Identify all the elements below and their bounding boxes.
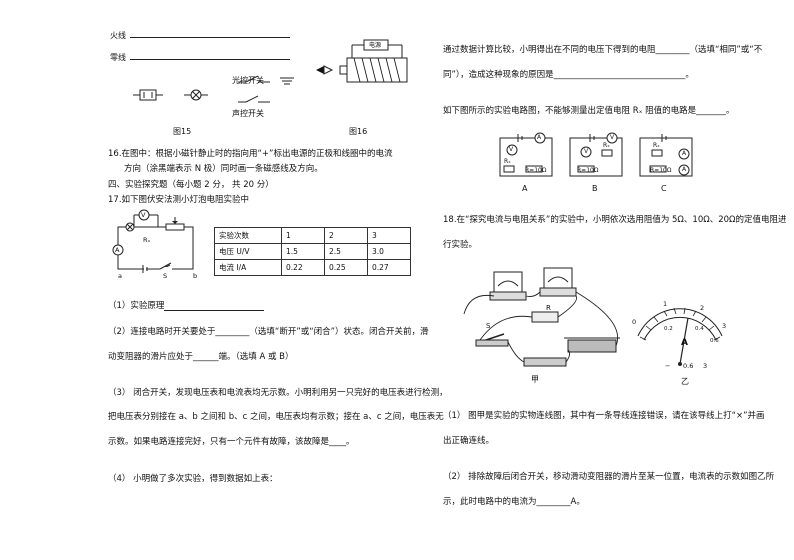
circuit-b-r0: R=10Ω xyxy=(577,167,599,174)
q18-part1-line1: （1） 图甲是实验的实物连线图，其中有一条导线连接错误，请在该导线上打“×”并画 xyxy=(443,411,765,421)
light-switch-label: 光控开关 xyxy=(232,76,264,85)
q17-voltmeter-label: V xyxy=(141,211,146,219)
fig15-circuit xyxy=(133,75,294,103)
circuit-a-label: A xyxy=(522,184,528,193)
q17-a-point: a xyxy=(118,272,122,280)
circuit-b-label: B xyxy=(592,184,598,193)
circuit-a-r0: R=10Ω xyxy=(525,167,547,174)
circuit-c-meter-a2: A xyxy=(682,166,687,173)
dial-terminal-3: 3 xyxy=(703,362,708,370)
q18-part2-line2: 示，此时电路中的电流为________A。 xyxy=(443,497,585,507)
table-cell: 3.0 xyxy=(367,243,411,260)
fig16-caption: 图16 xyxy=(349,127,368,136)
q17-part1: （1）实验原理 xyxy=(108,299,265,311)
fig15-caption: 图15 xyxy=(173,127,192,136)
circuit-c-meter-a: A xyxy=(682,150,687,157)
dial-sub-02: 0.2 xyxy=(664,326,673,332)
q16-line1: 16.在图中：根据小磁针静止时的指向用“+”标出电源的正极和线圈中的电流 xyxy=(108,149,393,159)
section4-heading: 四、实验探究题（每小题 2 分， 共 20 分） xyxy=(108,180,274,190)
fire-line xyxy=(130,37,290,38)
dial-terminal-06: 0.6 xyxy=(683,362,694,370)
dial-sub-04: 0.4 xyxy=(695,326,704,332)
q18-part2-line1: （2） 排除故障后闭合开关，移动滑动变阻器的滑片至某一位置，电流表的示数如图乙所 xyxy=(443,472,775,482)
table-header-cell: 实验次数 xyxy=(214,227,282,244)
circuit-a-rx: Rₓ xyxy=(504,158,511,165)
dial-terminal-minus: − xyxy=(665,362,671,370)
circuit-a-meter-v: V xyxy=(509,146,514,153)
q17-part2-line2: 动变阻器的滑片应处于______端。（选填 A 或 B） xyxy=(108,352,294,362)
q17-circuit xyxy=(112,209,194,273)
table-cell: 0.22 xyxy=(281,259,325,276)
table-cell: 2.5 xyxy=(324,243,368,260)
dial-unit: A xyxy=(681,338,688,348)
right-text-1: 通过数据计算比较，小明得出在不同的电压下得到的电阻________（选填“相同”… xyxy=(443,45,763,55)
table-cell: 电压 U/V xyxy=(214,243,282,260)
fig-yi-caption: 乙 xyxy=(681,377,689,386)
fig-jia-apparatus xyxy=(463,267,620,367)
fig-yi-ammeter-dial xyxy=(637,307,723,366)
power-source-label: 电源 xyxy=(369,42,382,49)
sound-switch-label: 声控开关 xyxy=(232,109,264,118)
q18-line2: 行实验。 xyxy=(443,240,478,250)
table-cell: 电流 I/A xyxy=(214,259,282,276)
q17-part4: （4） 小明做了多次实验，得到数据如上表： xyxy=(108,474,278,484)
q17-data-table: 实验次数 1 2 3 电压 U/V 1.5 2.5 3.0 电流 I/A 0.2… xyxy=(214,227,411,276)
table-header-cell: 2 xyxy=(324,227,368,244)
neutral-line xyxy=(130,59,290,60)
dial-tick-1: 1 xyxy=(663,300,668,308)
q18-part1-line2: 出正确连线。 xyxy=(443,436,495,446)
circuit-a-meter-a: A xyxy=(537,134,542,141)
table-cell: 0.27 xyxy=(367,259,411,276)
circuit-c-r0: R=10Ω xyxy=(650,167,672,174)
circuit-b-rx: Rₓ xyxy=(603,142,610,149)
circuit-c-label: C xyxy=(661,184,667,193)
circuit-c-rx: Rₓ xyxy=(653,142,660,149)
table-header-cell: 3 xyxy=(367,227,411,244)
q16-line2: 方向（涂黑端表示 N 极）同时画一条磁感线及方向。 xyxy=(124,164,323,174)
answer-blank[interactable] xyxy=(164,301,265,311)
right-text-2: 同”），造成这种现象的原因是__________________________… xyxy=(443,70,694,80)
dial-sub-06: 0.6 xyxy=(710,338,719,344)
table-header-row: 实验次数 1 2 3 xyxy=(214,227,411,244)
q17-rx-label: Rₓ xyxy=(143,236,151,244)
q17-s-label: S xyxy=(163,272,168,280)
q18-line1: 18.在“探究电流与电阻关系”的实验中，小明依次选用阻值为 5Ω、10Ω、20Ω… xyxy=(443,215,787,225)
dial-tick-0: 0 xyxy=(632,318,637,326)
circuits-abc xyxy=(499,132,693,177)
q17-part2-line1: （2）连接电路时开关要处于________（选填“断开”或“闭合”）状态。闭合开… xyxy=(108,327,429,337)
q17-b-point: b xyxy=(193,272,198,280)
q17-part1-text: （1）实验原理 xyxy=(108,301,165,311)
q17-part3-line3: 示数。如果电路连接完好，只有一个元件有故障，该故障是____。 xyxy=(108,437,355,447)
q17-part3-line1: （3） 闭合开关，发现电压表和电流表均无示数。小明利用另一只完好的电压表进行检测… xyxy=(108,388,448,398)
q17-title: 17.如下图伏安法测小灯泡电阻实验中 xyxy=(108,195,250,205)
fig-jia-r-label: R xyxy=(546,304,551,312)
neutral-line-label: 零线 xyxy=(110,53,126,62)
table-row: 电流 I/A 0.22 0.25 0.27 xyxy=(214,259,411,276)
table-cell: 1.5 xyxy=(281,243,325,260)
fig-jia-caption: 甲 xyxy=(531,375,539,384)
dial-tick-3: 3 xyxy=(722,322,727,330)
circuit-b-meter-v: V xyxy=(584,148,589,155)
dial-tick-2: 2 xyxy=(700,304,705,312)
circuit-b-meter-v2: V xyxy=(610,134,615,141)
right-text-3: 如下图所示的实验电路图，不能够测量出定值电阻 Rₓ 阻值的电路是_______。 xyxy=(443,106,735,116)
table-row: 电压 U/V 1.5 2.5 3.0 xyxy=(214,243,411,260)
q17-part3-line2: 把电压表分别接在 a、b 之间和 b、c 之间，电压表均有示数；接在 a、c 之… xyxy=(108,412,444,422)
table-header-cell: 1 xyxy=(281,227,325,244)
fig-jia-s-label: S xyxy=(486,322,491,330)
fire-line-label: 火线 xyxy=(110,31,126,40)
fig16-diagram xyxy=(316,39,408,83)
table-cell: 0.25 xyxy=(324,259,368,276)
q17-ammeter-label: A xyxy=(115,246,120,254)
